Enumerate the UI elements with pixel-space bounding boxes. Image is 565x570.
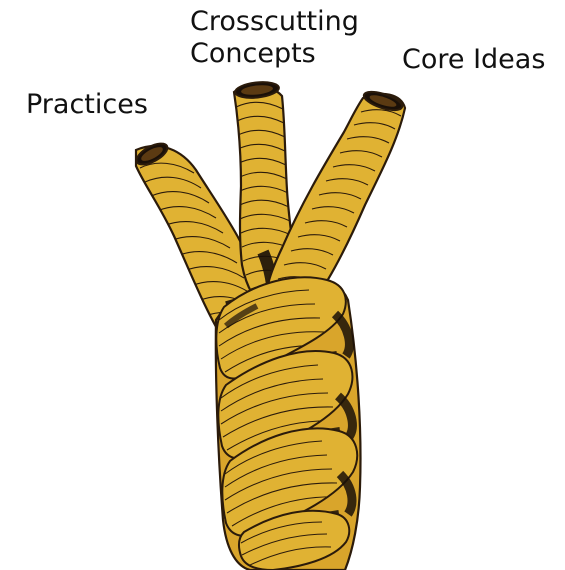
core-ideas-label: Core Ideas bbox=[402, 44, 545, 76]
crosscutting-line-1: Crosscutting bbox=[190, 6, 359, 38]
practices-label: Practices bbox=[26, 89, 148, 121]
twisted-rope-body bbox=[216, 277, 361, 570]
crosscutting-line-2: Concepts bbox=[190, 38, 359, 70]
crosscutting-concepts-label: Crosscutting Concepts bbox=[190, 6, 359, 70]
